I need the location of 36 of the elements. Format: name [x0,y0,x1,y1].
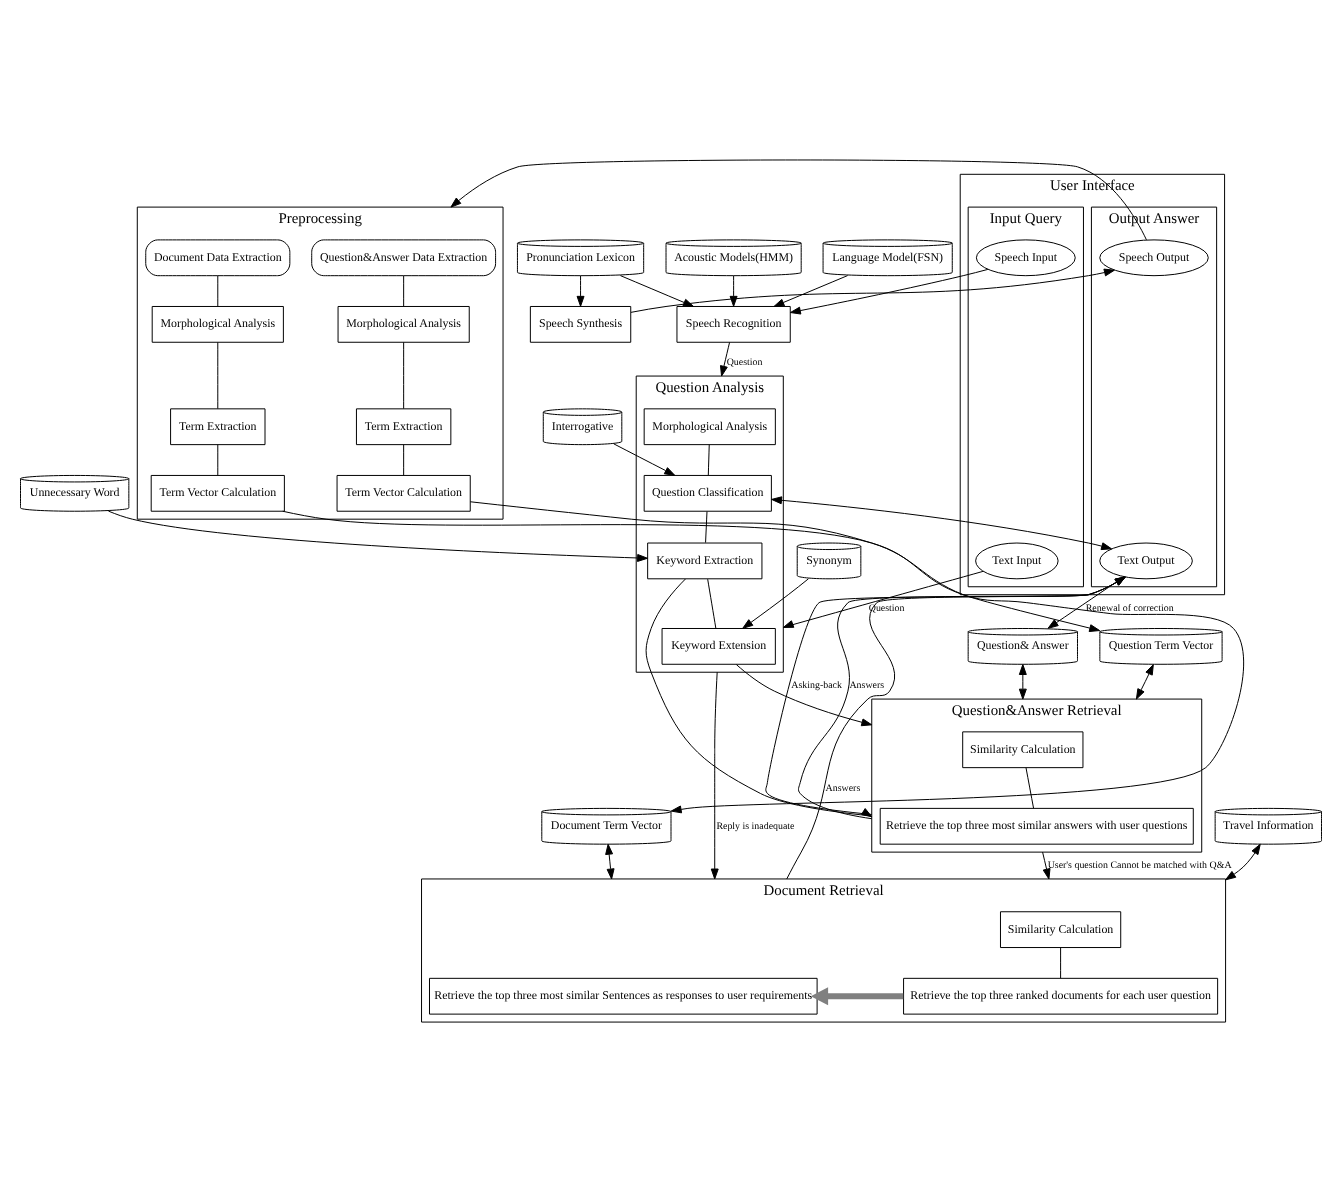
connector [217,443,219,475]
connector [705,510,708,543]
arrow [735,663,873,726]
arrow [729,274,738,306]
arrow [742,577,809,628]
arrow [786,575,1126,879]
connector [1025,766,1035,808]
arrow [630,267,1115,312]
connector [403,274,405,306]
connector [707,443,710,475]
arrow [771,495,1113,550]
arrow [710,670,719,879]
connector [1060,946,1062,978]
connector [403,340,405,409]
arrow [619,274,694,306]
arrow [789,267,989,314]
arrow [1018,663,1027,699]
arrow [450,158,1147,240]
arrow [605,842,615,879]
connector [217,340,219,409]
arrow [1225,842,1261,880]
arrow [773,274,849,306]
arrow [720,340,731,376]
connector [217,274,219,306]
arrow [810,986,904,1005]
arrow [782,569,984,627]
arrow [576,274,585,306]
connector [707,577,717,628]
connector [403,443,405,475]
arrow [645,577,873,817]
arrow [107,509,649,561]
arrow [1042,850,1051,879]
arrow [1135,663,1154,699]
arrow [469,500,1101,632]
arrow [282,509,1245,813]
arrow [1047,575,1125,628]
